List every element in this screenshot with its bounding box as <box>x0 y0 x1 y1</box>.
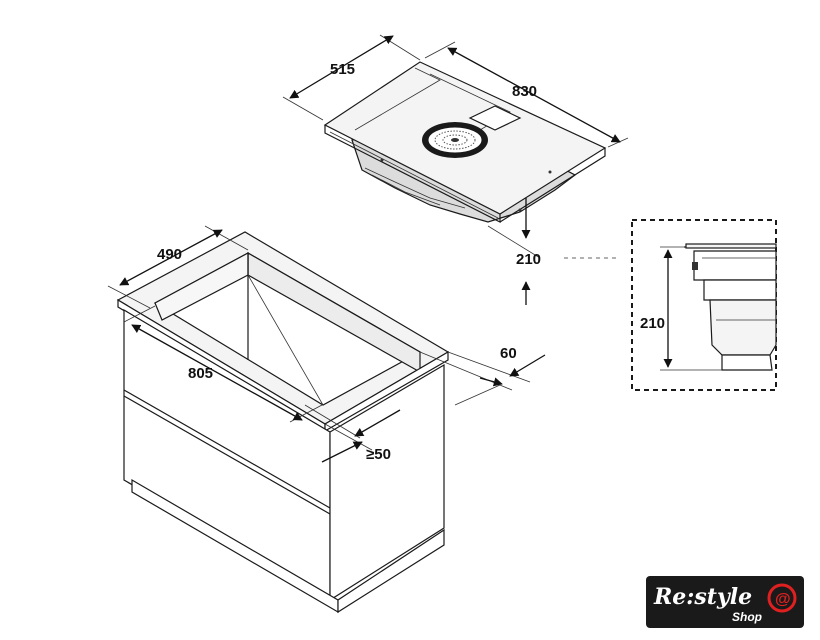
dimension-edge-gap: 60 <box>419 345 546 406</box>
label-cutout-width: 805 <box>188 365 213 382</box>
logo-sub-text: Shop <box>732 610 762 624</box>
label-cutout-depth: 490 <box>157 246 182 263</box>
dimension-hob-width: 830 <box>424 41 629 148</box>
hob-illustration <box>323 61 607 223</box>
logo-main-text: Re:style <box>653 584 752 610</box>
logo-at-glyph: @ <box>775 591 791 608</box>
dimension-hob-height: 210 <box>487 198 618 305</box>
label-hob-height: 210 <box>516 251 541 268</box>
detail-view: 210 <box>631 219 777 391</box>
dimension-hob-depth: 515 <box>282 34 421 121</box>
dimension-rear-clearance: ≥50 <box>304 404 401 463</box>
restyle-shop-logo: Re:style Shop @ <box>646 576 804 628</box>
label-edge-gap: 60 <box>500 345 517 362</box>
label-detail-height: 210 <box>640 315 665 332</box>
logo-at-icon <box>767 583 797 613</box>
dimension-cutout-width: 805 <box>123 305 323 423</box>
cabinet-illustration <box>116 231 450 614</box>
label-hob-width: 830 <box>512 83 537 100</box>
dimension-cutout-depth: 490 <box>107 225 249 309</box>
label-hob-depth: 515 <box>330 61 355 78</box>
label-rear-clearance: ≥50 <box>366 446 391 463</box>
